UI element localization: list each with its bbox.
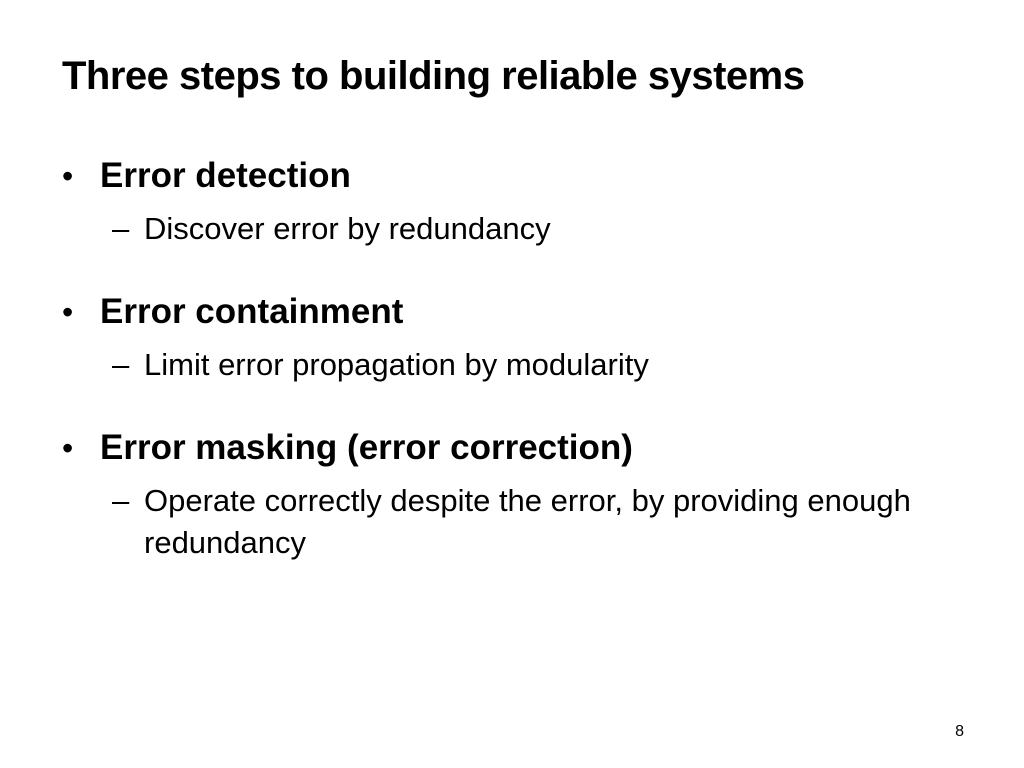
bullet-body: Error containment – Limit error propagat… xyxy=(100,286,962,386)
bullet-body: Error detection – Discover error by redu… xyxy=(100,150,962,250)
bullet-body: Error masking (error correction) – Opera… xyxy=(100,422,962,564)
sub-bullet-marker: – xyxy=(112,483,130,518)
bullet-list: • Error detection – Discover error by re… xyxy=(62,150,962,600)
sub-bullet-text: Limit error propagation by modularity xyxy=(144,347,649,382)
bullet-label: Error containment xyxy=(100,292,404,331)
bullet-item-error-detection: • Error detection – Discover error by re… xyxy=(62,150,962,250)
bullet-item-error-containment: • Error containment – Limit error propag… xyxy=(62,286,962,386)
bullet-item-error-masking: • Error masking (error correction) – Ope… xyxy=(62,422,962,564)
bullet-label: Error detection xyxy=(100,156,351,195)
sub-bullet-text: Operate correctly despite the error, by … xyxy=(144,483,911,560)
bullet-label: Error masking (error correction) xyxy=(100,428,633,467)
bullet-marker: • xyxy=(62,430,74,466)
sub-bullet-marker: – xyxy=(112,211,130,246)
slide-number: 8 xyxy=(955,723,964,740)
slide-title: Three steps to building reliable systems xyxy=(62,54,805,98)
bullet-marker: • xyxy=(62,158,74,194)
sub-bullet-text: Discover error by redundancy xyxy=(144,211,551,246)
bullet-marker: • xyxy=(62,294,74,330)
sub-bullet: – Discover error by redundancy xyxy=(112,208,962,250)
sub-bullet-marker: – xyxy=(112,347,130,382)
sub-bullet: – Limit error propagation by modularity xyxy=(112,344,962,386)
sub-bullet: – Operate correctly despite the error, b… xyxy=(112,480,962,564)
